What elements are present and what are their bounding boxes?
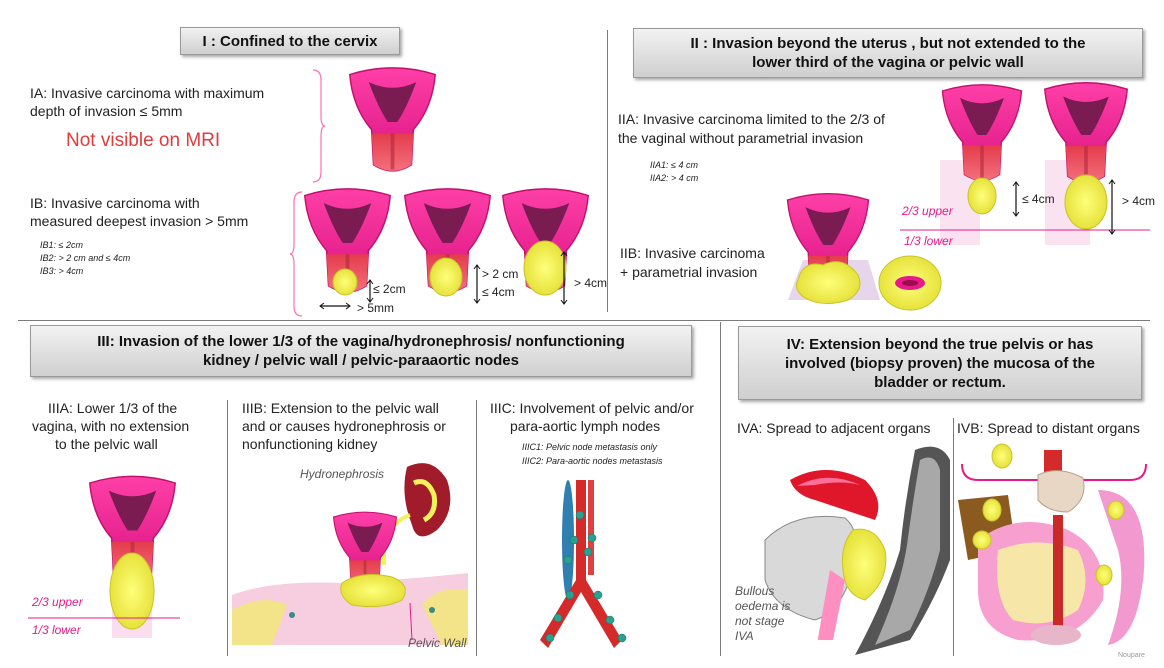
- iiia-upper-label: 2/3 upper: [32, 596, 83, 609]
- iiib-text-1: IIIB: Extension to the pelvic wall: [242, 400, 439, 417]
- iiib-pelvis-image: [232, 455, 474, 655]
- ib1-width-arrow: [320, 302, 350, 310]
- ib-text-1: IB: Invasive carcinoma with: [30, 195, 200, 212]
- ib-sub-1: IB1: ≤ 2cm: [40, 240, 83, 251]
- ib-sub-3: IB3: > 4cm: [40, 266, 83, 277]
- iiic-vessels-image: [530, 480, 670, 655]
- stage1-header: I : Confined to the cervix: [180, 27, 400, 55]
- iib-text-2: + parametrial invasion: [620, 264, 757, 281]
- stage4-header-line-1: IV: Extension beyond the true pelvis or …: [787, 335, 1094, 354]
- iiia-text-2: vagina, with no extension: [32, 418, 189, 435]
- iia-upper-label: 2/3 upper: [902, 205, 953, 218]
- iiib-wall-label: Pelvic Wall: [408, 637, 466, 650]
- iia-text-2: the vaginal without parametrial invasion: [618, 130, 863, 147]
- divider-iiia-iiib: [227, 400, 228, 656]
- iva-note-4: IVA: [735, 630, 754, 643]
- iia1-arrow: [1012, 182, 1020, 216]
- ia-note: Not visible on MRI: [66, 130, 220, 152]
- stage3-header-line-1: III: Invasion of the lower 1/3 of the va…: [97, 332, 625, 351]
- stage3-header-line-2: kidney / pelvic wall / pelvic-paraaortic…: [203, 351, 519, 370]
- iia1-label: ≤ 4cm: [1022, 193, 1055, 206]
- iia2-arrow: [1108, 180, 1116, 234]
- iia-sub-1: IIA1: ≤ 4 cm: [650, 160, 698, 171]
- ib3-label: > 4cm: [574, 277, 607, 290]
- ivb-text: IVB: Spread to distant organs: [957, 420, 1150, 437]
- watermark: Noupare: [1118, 652, 1145, 659]
- stage2-header-line-1: II : Invasion beyond the uterus , but no…: [690, 34, 1085, 53]
- iiib-hydro-label: Hydronephrosis: [300, 468, 384, 481]
- iia2-label: > 4cm: [1122, 195, 1155, 208]
- ib3-arrow: [560, 252, 568, 304]
- iia1-uterus-image: [938, 80, 1026, 190]
- ib1-width-label: > 5mm: [357, 302, 394, 315]
- ib2-arrow: [473, 265, 481, 303]
- iva-note-3: not stage: [735, 615, 784, 628]
- stage2-header: II : Invasion beyond the uterus , but no…: [633, 28, 1143, 78]
- iia-sub-2: IIA2: > 4 cm: [650, 173, 698, 184]
- divider-iva-ivb: [953, 418, 954, 656]
- iia-lower-label: 1/3 lower: [904, 235, 953, 248]
- iib-text-1: IIB: Invasive carcinoma: [620, 245, 765, 262]
- iiia-upper-lower-line: [28, 616, 180, 620]
- ia-bracket: [313, 70, 325, 182]
- iiia-lower-label: 1/3 lower: [32, 624, 81, 637]
- stage3-header: III: Invasion of the lower 1/3 of the va…: [30, 325, 692, 377]
- iva-note-1: Bullous: [735, 585, 774, 598]
- iva-note-2: oedema is: [735, 600, 790, 613]
- iiic-sub-1: IIIC1: Pelvic node metastasis only: [522, 442, 657, 453]
- stage2-header-line-2: lower third of the vagina or pelvic wall: [752, 53, 1024, 72]
- divider-iiib-iiic: [476, 400, 477, 656]
- iia2-uterus-image: [1040, 80, 1132, 190]
- iiic-text-1: IIIC: Involvement of pelvic and/or: [490, 400, 694, 417]
- iiia-text-3: to the pelvic wall: [55, 436, 158, 453]
- stage1-header-text: I : Confined to the cervix: [202, 32, 377, 51]
- divider-middle-horizontal: [18, 320, 1150, 321]
- ia-uterus-image: [345, 62, 440, 182]
- ia-text-1: IA: Invasive carcinoma with maximum: [30, 85, 264, 102]
- iib-cross-section-image: [878, 255, 942, 311]
- stage4-header-line-3: bladder or rectum.: [874, 373, 1006, 392]
- iiib-text-3: nonfunctioning kidney: [242, 436, 377, 453]
- iiic-text-2: para-aortic lymph nodes: [510, 418, 660, 435]
- ivb-anatomy-image: [958, 440, 1150, 655]
- stage4-header: IV: Extension beyond the true pelvis or …: [738, 326, 1142, 400]
- divider-stage3-stage4: [720, 322, 721, 656]
- iiia-text-1: IIIA: Lower 1/3 of the: [48, 400, 177, 417]
- iib-uterus-image: [783, 190, 881, 308]
- ia-text-2: depth of invasion ≤ 5mm: [30, 103, 182, 120]
- ib-text-2: measured deepest invasion > 5mm: [30, 213, 248, 230]
- iiib-text-2: and or causes hydronephrosis or: [242, 418, 446, 435]
- stage4-header-line-2: involved (biopsy proven) the mucosa of t…: [785, 354, 1095, 373]
- iia-text-1: IIA: Invasive carcinoma limited to the 2…: [618, 111, 885, 128]
- divider-top-vertical: [607, 30, 608, 312]
- iiic-sub-2: IIIC2: Para-aortic nodes metastasis: [522, 456, 663, 467]
- iva-text: IVA: Spread to adjacent organs: [737, 420, 931, 437]
- ib-sub-2: IB2: > 2 cm and ≤ 4cm: [40, 253, 130, 264]
